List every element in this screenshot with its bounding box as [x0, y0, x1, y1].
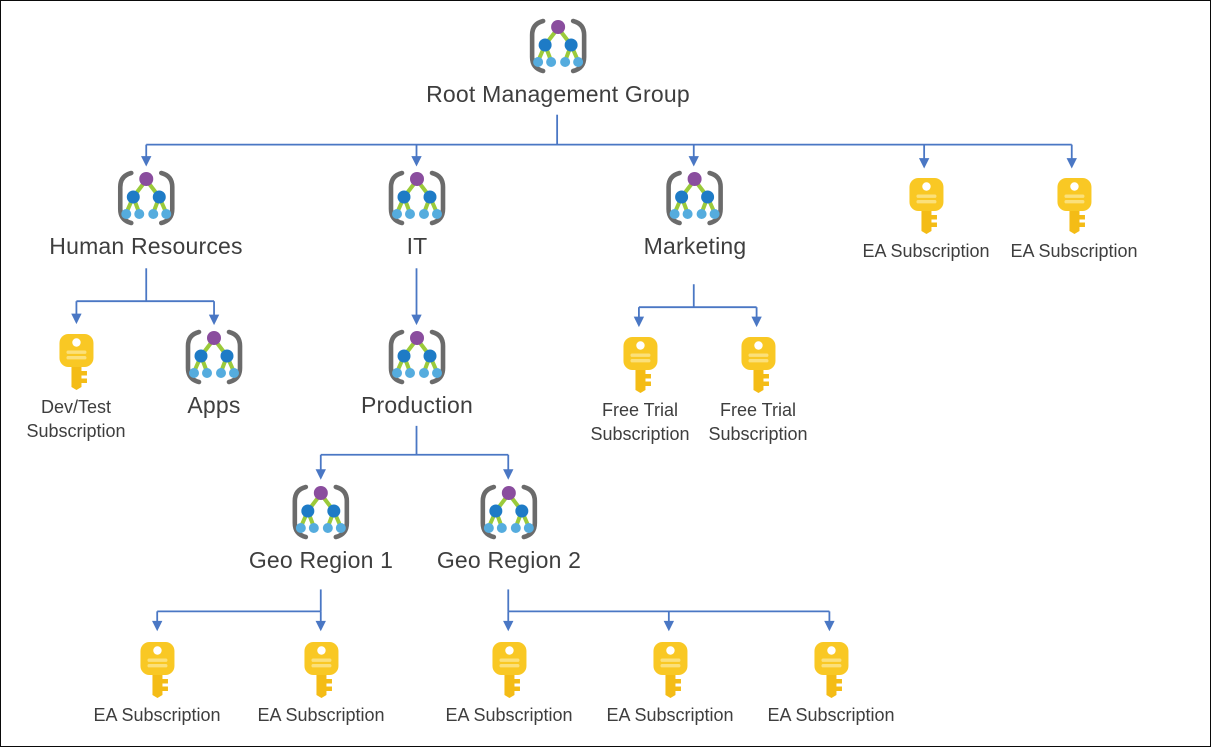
- node-label: IT: [406, 233, 428, 259]
- node-geo-region-1: Geo Region 1: [249, 483, 393, 573]
- arrowhead: [503, 620, 514, 632]
- node-ea-sub-6: EA Subscription: [606, 641, 734, 728]
- arrowhead: [633, 316, 645, 328]
- arrowhead: [141, 156, 152, 167]
- node-label: Geo Region 1: [248, 547, 394, 573]
- node-label: EA Subscription: [257, 705, 385, 725]
- node-label: Dev/Test Subscription: [26, 397, 126, 441]
- subscription-key-icon: [139, 642, 174, 698]
- arrowhead: [315, 469, 326, 480]
- management-group-icon: [388, 170, 446, 226]
- arrowhead: [208, 314, 220, 326]
- node-label: Free Trial Subscription: [708, 400, 808, 444]
- node-apps: Apps: [182, 328, 246, 418]
- management-group-icon: [185, 329, 243, 385]
- node-label: Human Resources: [49, 233, 243, 259]
- node-label: EA Subscription: [1010, 241, 1138, 261]
- subscription-key-icon: [59, 334, 93, 390]
- node-it: IT: [385, 169, 449, 259]
- node-label: EA Subscription: [767, 705, 895, 725]
- management-group-icon: [480, 484, 538, 540]
- node-label: Root Management Group: [426, 81, 690, 107]
- arrowhead: [71, 313, 82, 325]
- node-geo-region-2: Geo Region 2: [437, 483, 581, 573]
- subscription-key-icon: [491, 642, 526, 698]
- subscription-key-icon: [908, 178, 943, 234]
- node-label: EA Subscription: [445, 705, 573, 725]
- arrowhead: [411, 314, 422, 326]
- node-devtest-sub: Dev/Test Subscription: [26, 333, 126, 444]
- node-label: Production: [361, 392, 473, 418]
- subscription-key-icon: [623, 337, 657, 393]
- subscription-key-icon: [303, 642, 338, 698]
- arrowhead: [411, 156, 422, 167]
- node-label: Free Trial Subscription: [590, 400, 690, 444]
- node-ea-sub-5: EA Subscription: [445, 641, 573, 728]
- arrowhead: [663, 620, 675, 632]
- node-free-trial-1: Free Trial Subscription: [590, 336, 690, 447]
- arrowhead: [918, 158, 930, 169]
- subscription-key-icon: [813, 642, 848, 698]
- arrowhead: [152, 620, 163, 632]
- management-group-icon: [117, 170, 175, 226]
- node-marketing: Marketing: [644, 169, 747, 259]
- subscription-key-icon: [652, 642, 687, 698]
- node-hr: Human Resources: [49, 169, 243, 259]
- node-label: EA Subscription: [93, 705, 221, 725]
- node-ea-sub-2: EA Subscription: [1010, 177, 1138, 264]
- node-label: Apps: [187, 392, 241, 418]
- management-group-icon: [388, 329, 446, 385]
- subscription-key-icon: [741, 337, 775, 393]
- arrowhead: [1066, 158, 1077, 169]
- arrowhead: [503, 469, 514, 480]
- node-free-trial-2: Free Trial Subscription: [708, 336, 808, 447]
- node-label: EA Subscription: [862, 241, 990, 261]
- node-ea-sub-7: EA Subscription: [767, 641, 895, 728]
- node-ea-sub-3: EA Subscription: [93, 641, 221, 728]
- node-production: Production: [361, 328, 473, 418]
- node-label: Geo Region 2: [436, 547, 582, 573]
- management-group-icon: [666, 170, 724, 226]
- node-ea-sub-4: EA Subscription: [257, 641, 385, 728]
- node-root: Root Management Group: [426, 17, 690, 107]
- arrowhead: [688, 156, 699, 167]
- arrowhead: [751, 316, 762, 328]
- node-label: EA Subscription: [606, 705, 734, 725]
- arrowhead: [824, 620, 835, 632]
- node-ea-sub-1: EA Subscription: [862, 177, 990, 264]
- subscription-key-icon: [1056, 178, 1091, 234]
- node-label: Marketing: [643, 233, 747, 259]
- management-group-icon: [529, 18, 587, 74]
- management-group-icon: [292, 484, 350, 540]
- arrowhead: [315, 620, 326, 632]
